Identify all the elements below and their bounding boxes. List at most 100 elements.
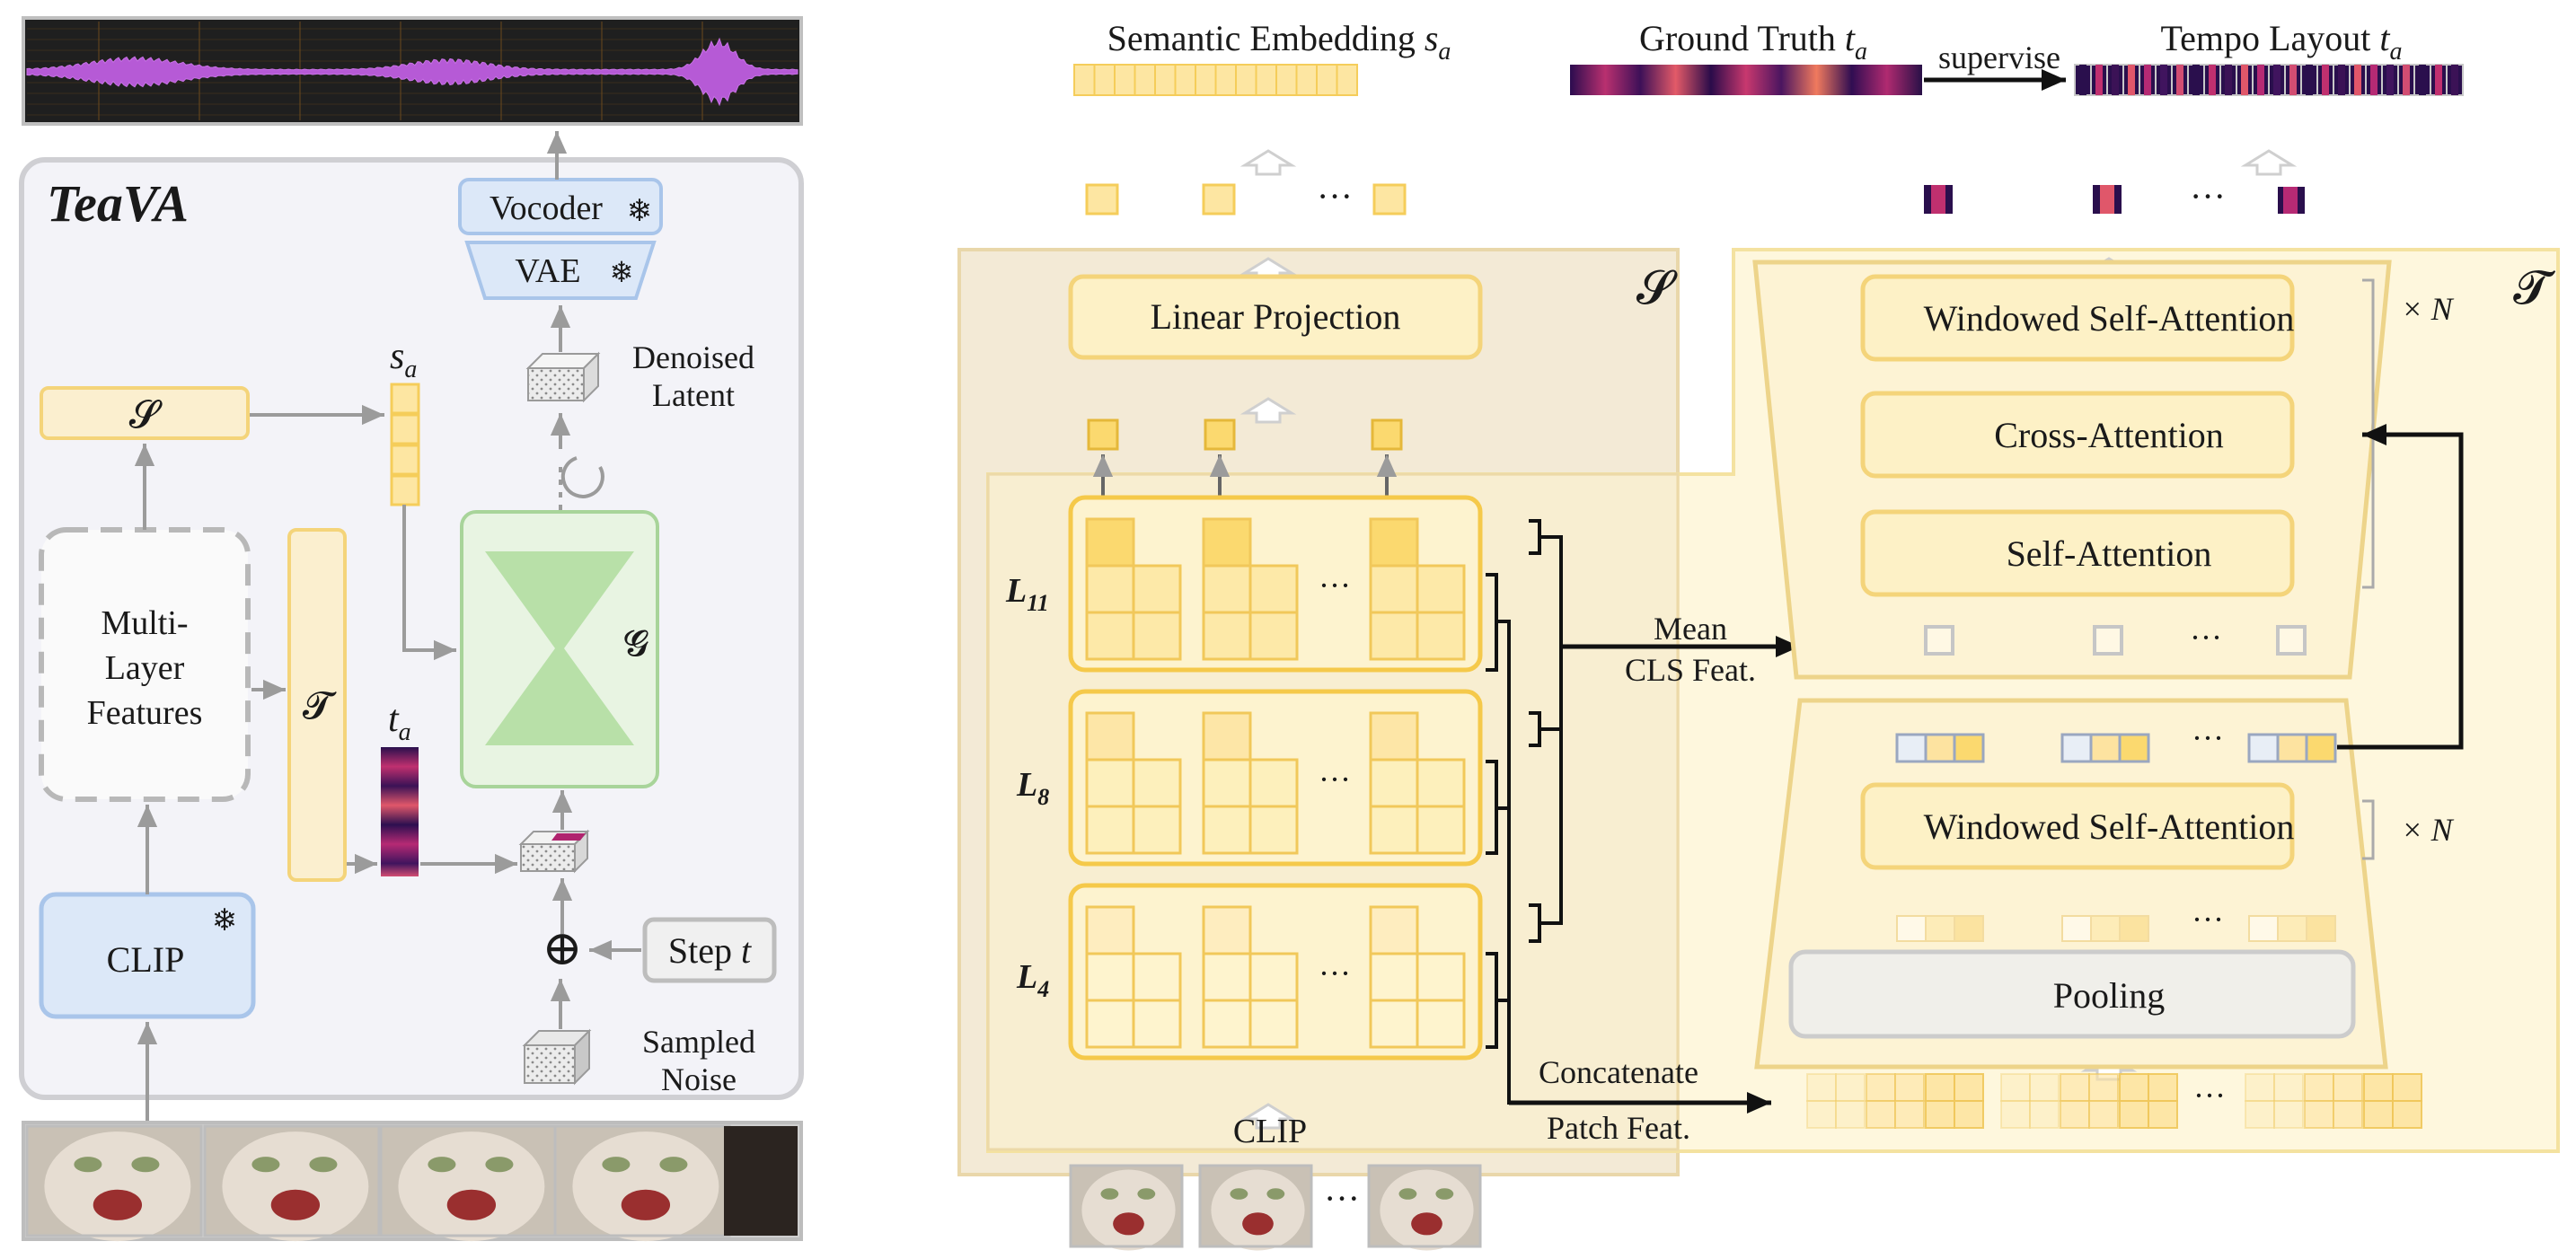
sem-cell (1316, 64, 1338, 96)
layer-label-L11: L11 (1005, 572, 1049, 616)
video-frame (1198, 1164, 1313, 1251)
patch-token-cell (1835, 1073, 1866, 1102)
teava-title: TeaVA (47, 174, 189, 233)
ellipsis: ··· (1319, 762, 1351, 797)
patch-token-cell (2119, 1100, 2149, 1129)
s-module-symbol-right: 𝓢 (1636, 263, 1678, 314)
patch-token-cell (1806, 1100, 1837, 1129)
patch-token-cell (1894, 1100, 1925, 1129)
patch-token-cell (2148, 1073, 2178, 1102)
vocoder-label: Vocoder (490, 189, 603, 227)
patch-cell (1202, 758, 1252, 808)
noisy-latent-cube (518, 829, 590, 874)
video-frames-right (1069, 1164, 1482, 1251)
pooled-token-cell (1925, 915, 1955, 942)
kv-to-cross-arrow (2337, 424, 2464, 750)
patch-cell (1416, 611, 1466, 661)
ellipsis: ··· (2190, 176, 2226, 216)
patch-cell (1369, 758, 1419, 808)
cls-feat-label: CLS Feat. (1625, 652, 1756, 688)
patch-token-cell (1925, 1100, 1955, 1129)
patch-cell (1202, 805, 1252, 855)
pooled-token-cell (2061, 915, 2092, 942)
kv-token-cell (2118, 733, 2150, 763)
tempo-token (1924, 185, 1953, 214)
patch-cell (1369, 611, 1419, 661)
hollow-up-arrow (2240, 149, 2298, 176)
patch-cell (1369, 952, 1419, 1002)
sem-cell (1174, 64, 1196, 96)
patch-cell (1132, 564, 1182, 614)
mlf-line-2: Layer (105, 649, 185, 687)
video-frame-dark (724, 1126, 798, 1236)
patch-token-cell (2392, 1100, 2422, 1129)
patch-token-cell (1954, 1073, 1984, 1102)
patch-cell (1085, 805, 1135, 855)
patch-token-cell (2333, 1100, 2363, 1129)
repeat-bracket-bottom (2362, 799, 2375, 860)
patch-cell (1369, 999, 1419, 1049)
patch-token-cell (2333, 1073, 2363, 1102)
cls-token (1204, 418, 1236, 451)
kv-token-cell (1953, 733, 1985, 763)
sem-cell (1195, 64, 1217, 96)
denoised-label-2: Latent (652, 377, 735, 413)
windowed-attn-top-block (1860, 274, 2295, 362)
query-token (2093, 625, 2123, 656)
sampled-noise-cube (522, 1028, 592, 1086)
patch-token-cell (2088, 1100, 2119, 1129)
patch-cell (1369, 805, 1419, 855)
repeat-top-label: × N (2401, 291, 2454, 327)
patch-cell (1248, 805, 1299, 855)
patch-token-cell (2304, 1073, 2334, 1102)
self-attn-label: Self-Attention (2007, 533, 2212, 574)
patch-cell (1416, 999, 1466, 1049)
sem-token (1085, 183, 1119, 216)
pooled-token-cell (1896, 915, 1927, 942)
pooled-token-cell (2119, 915, 2149, 942)
patch-cell (1202, 952, 1252, 1002)
patch-token-cell (2000, 1100, 2031, 1129)
tempo-layout-vector (2074, 64, 2464, 96)
s-module-left (40, 386, 250, 440)
patch-cell (1085, 564, 1135, 614)
tempo-token (2278, 187, 2305, 214)
sem-cell (1235, 64, 1257, 96)
sem-cell (1255, 64, 1277, 96)
cls-cell (1202, 905, 1252, 955)
patch-token-cell (2363, 1100, 2394, 1129)
kv-token-cell (2276, 733, 2308, 763)
kv-token-cell (2060, 733, 2093, 763)
patch-cell (1248, 952, 1299, 1002)
patch-cell (1248, 999, 1299, 1049)
patch-cell (1202, 564, 1252, 614)
loop-arrow (560, 456, 604, 498)
sem-token (1202, 183, 1236, 216)
sem-cell (1154, 64, 1177, 96)
mlf-line-1: Multi- (101, 604, 188, 642)
video-frame (1367, 1164, 1482, 1251)
kv-token-cell (2247, 733, 2280, 763)
patch-token-cell (2000, 1073, 2031, 1102)
sem-cell (1275, 64, 1298, 96)
pooling-label: Pooling (2053, 975, 2165, 1016)
clip-label-left: CLIP (107, 939, 185, 980)
patch-token-cell (2060, 1100, 2090, 1129)
query-token (1924, 625, 1954, 656)
pooled-token-cell (2277, 915, 2307, 942)
windowed-attn-top-label: Windowed Self-Attention (1924, 298, 2295, 339)
patch-cell (1132, 758, 1182, 808)
cls-cell (1202, 711, 1252, 762)
s-module-symbol: 𝓢 (129, 395, 163, 436)
step-label: Step t (668, 930, 752, 971)
kv-token-cell (1895, 733, 1928, 763)
patch-token-cell (1894, 1073, 1925, 1102)
patch-token-cell (2273, 1100, 2304, 1129)
video-frame (203, 1124, 381, 1242)
kv-token-cell (2089, 733, 2122, 763)
patch-token-cell (1954, 1100, 1984, 1129)
ellipsis: ··· (2193, 1078, 2226, 1114)
patch-cell (1085, 611, 1135, 661)
denoised-label-1: Denoised (632, 339, 754, 375)
sem-cell (1114, 64, 1136, 96)
